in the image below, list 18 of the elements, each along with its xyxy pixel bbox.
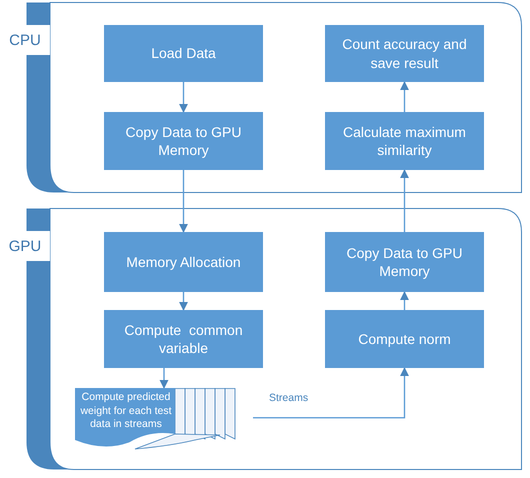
arrow: [400, 169, 409, 232]
process-box: Memory Allocation: [104, 232, 263, 292]
process-box: Compute norm: [325, 310, 484, 368]
arrow: [179, 292, 188, 311]
process-text: Compute predicted weight for each test data in streams: [79, 391, 173, 432]
arrow: [160, 368, 168, 389]
process-box: Count accuracy and save result: [325, 25, 484, 82]
process-box: Compute common variable: [104, 310, 263, 368]
arrow: [400, 291, 409, 310]
arrow: [400, 81, 409, 112]
arrow: [179, 82, 188, 113]
annotation-text: Streams: [269, 392, 308, 404]
arrow: [253, 367, 409, 418]
process-box: Copy Data to GPU Memory: [104, 112, 263, 170]
process-box: Copy Data to GPU Memory: [325, 232, 484, 292]
process-box: Load Data: [104, 25, 263, 82]
process-box: Calculate maximum similarity: [325, 112, 484, 170]
arrow: [179, 170, 188, 233]
